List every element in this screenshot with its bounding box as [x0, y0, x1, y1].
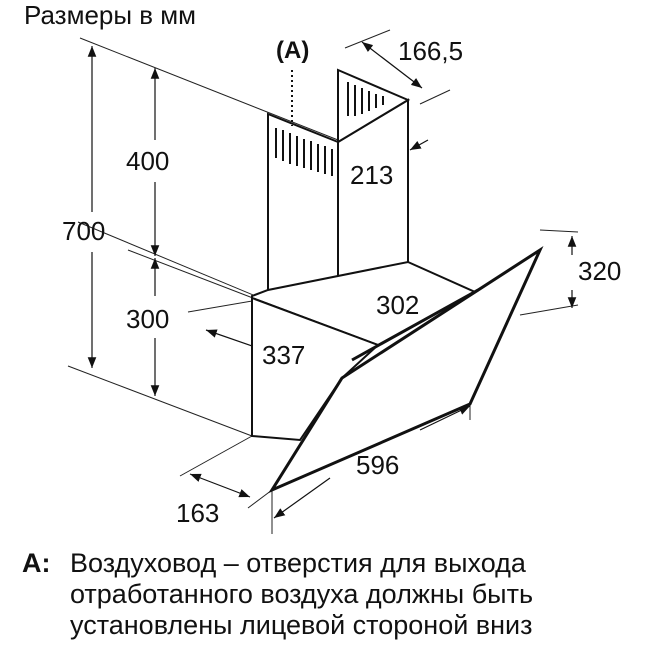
chimney: [267, 68, 411, 307]
legend-note: A: Воздуховод – отверстия для выхода отр…: [22, 548, 533, 641]
dim-302: 302: [376, 290, 419, 320]
note-key: A:: [22, 548, 51, 578]
dim-400: 400: [126, 146, 169, 176]
diagram-title: Размеры в мм: [24, 0, 197, 30]
dim-700: 700: [62, 216, 105, 246]
note-line-2: отработанного воздуха должны быть: [70, 579, 534, 609]
dim-300: 300: [126, 304, 169, 334]
callout-a-label: (A): [276, 37, 309, 64]
note-line-3: установлены лицевой стороной вниз: [70, 610, 533, 640]
dim-166-5: 166,5: [398, 36, 463, 66]
dim-320: 320: [578, 256, 621, 286]
vent-slits: [275, 82, 384, 176]
dim-596: 596: [356, 450, 399, 480]
dim-213: 213: [350, 160, 393, 190]
dim-163: 163: [176, 498, 219, 528]
range-hood-dimension-drawing: 700 400 300 166,5 213 302 337 320 596 16…: [62, 29, 621, 534]
note-line-1: Воздуховод – отверстия для выхода: [70, 548, 526, 578]
dim-337: 337: [262, 340, 305, 370]
control-strip: [351, 288, 479, 362]
